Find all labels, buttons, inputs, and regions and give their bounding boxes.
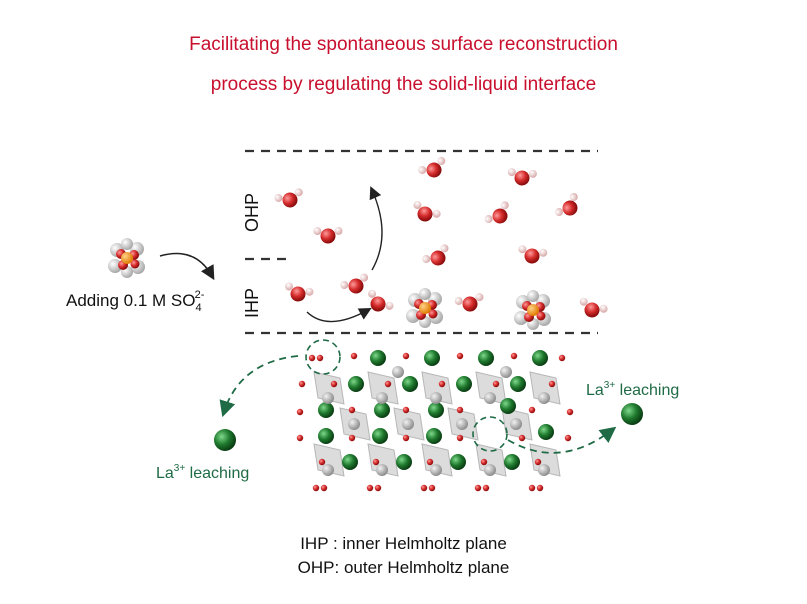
water-molecule — [422, 244, 449, 266]
sulfate-cluster-ihp-2 — [514, 290, 551, 330]
leached-la-ion-right — [621, 403, 643, 425]
water-molecule — [579, 297, 608, 318]
leaching-label-right: La3+ leaching — [586, 380, 679, 399]
perovskite-lattice — [296, 350, 574, 492]
oxygen-sites — [296, 352, 574, 492]
vacancy-right-circle — [472, 416, 508, 452]
water-molecule — [285, 282, 314, 302]
ohp-label: OHP — [242, 193, 262, 232]
adding-arrow — [159, 252, 215, 281]
desorption-arrow — [369, 186, 383, 271]
title-line-2: process by regulating the solid-liquid i… — [210, 74, 597, 95]
leached-la-ion-left — [214, 429, 236, 451]
water-molecule — [555, 192, 578, 217]
water-molecule — [413, 201, 441, 222]
legend-ihp: IHP : inner Helmholtz plane — [300, 534, 507, 553]
water-molecule — [340, 273, 369, 294]
water-molecule — [454, 293, 484, 312]
title-line-1: Facilitating the spontaneous surface rec… — [189, 34, 618, 55]
water-molecule — [484, 201, 509, 224]
metal-sites — [322, 366, 550, 476]
water-molecule — [274, 188, 303, 208]
adding-sulfate-label: Adding 0.1 M SO42- — [66, 289, 205, 314]
sulfate-cluster-ihp-1 — [406, 288, 443, 328]
ihp-label: IHP — [242, 288, 262, 318]
water-molecules — [274, 156, 608, 318]
water-molecule — [518, 245, 548, 264]
sulfate-cluster-free — [108, 238, 145, 278]
water-molecule — [313, 226, 343, 244]
leaching-arrow-left — [219, 355, 299, 418]
leaching-arrow-right — [507, 426, 617, 454]
vacancy-left-circle — [305, 339, 341, 375]
water-molecule — [507, 168, 537, 186]
la-sites — [318, 350, 554, 470]
water-molecule — [418, 156, 446, 178]
adsorption-arrow — [306, 307, 372, 323]
water-molecule — [368, 289, 394, 312]
legend-ohp: OHP: outer Helmholtz plane — [297, 558, 510, 577]
leaching-label-left: La3+ leaching — [156, 463, 249, 482]
